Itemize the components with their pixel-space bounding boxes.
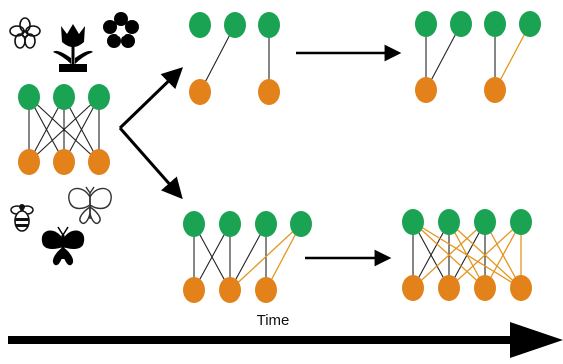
- plant-node: [53, 84, 75, 110]
- plant-node: [290, 211, 312, 237]
- pollinator-node: [53, 149, 75, 175]
- pollinator-node: [219, 277, 241, 303]
- plant-node: [255, 211, 277, 237]
- butterfly-icon: [41, 226, 85, 266]
- pollinator-node: [189, 79, 211, 105]
- plant-node: [219, 211, 241, 237]
- network-bottom-right: [402, 209, 532, 301]
- plant-node: [183, 211, 205, 237]
- network-bottom-middle: [183, 211, 312, 303]
- flower-outline-icon: [9, 17, 41, 49]
- pollinator-node: [18, 149, 40, 175]
- pollinator-node: [88, 149, 110, 175]
- plant-node: [415, 11, 437, 37]
- pollinator-node: [183, 277, 205, 303]
- pollinator-node: [258, 79, 280, 105]
- plant-node: [258, 12, 280, 38]
- bee-icon: [10, 204, 34, 232]
- time-axis-arrow: [8, 322, 563, 358]
- pollinator-node: [402, 275, 424, 301]
- plant-node: [18, 84, 40, 110]
- network-top-right: [415, 11, 541, 103]
- flower-icon: [103, 12, 139, 48]
- branch-arrow-down: [118, 127, 183, 200]
- pollinator-node: [415, 77, 437, 103]
- pollinator-node: [484, 77, 506, 103]
- plant-node: [224, 12, 246, 38]
- tulip-icon: [53, 24, 93, 72]
- plant-node: [484, 11, 506, 37]
- butterfly-outline-icon: [68, 186, 112, 224]
- pollinator-node: [255, 277, 277, 303]
- pollinator-node: [474, 275, 496, 301]
- pollinator-node: [510, 275, 532, 301]
- network-initial: [18, 84, 110, 175]
- network-top-middle: [189, 12, 280, 105]
- branch-arrow-up: [118, 67, 184, 130]
- plant-node: [474, 209, 496, 235]
- plant-node: [450, 11, 472, 37]
- plant-node: [438, 209, 460, 235]
- plant-node: [510, 209, 532, 235]
- plant-node: [402, 209, 424, 235]
- pollinator-node: [438, 275, 460, 301]
- plant-node: [519, 11, 541, 37]
- time-axis-label: Time: [256, 312, 290, 329]
- plant-node: [88, 84, 110, 110]
- plant-node: [189, 12, 211, 38]
